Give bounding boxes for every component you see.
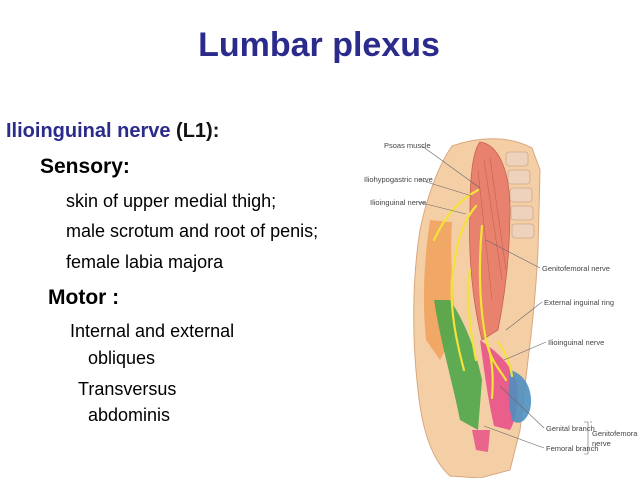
label-external-inguinal-ring: External inguinal ring [544,298,614,307]
label-femoral-branch: Femoral branch [546,444,599,453]
sensory-heading: Sensory: [40,155,130,178]
anatomy-illustration: Psoas muscle Iliohypogastric nerve Ilioi… [364,138,638,478]
motor-item: abdominis [88,405,171,425]
motor-item: Internal and external [70,321,235,341]
sensory-item: female labia majora [66,252,224,272]
nerves [432,188,514,400]
pink-region [480,340,518,430]
motor-item: Transversus [78,379,177,399]
label-ilioinguinal-nerve: Ilioinguinal nerve [370,198,426,207]
sensory-item: skin of upper medial thigh; [66,191,277,211]
blue-region [508,370,532,423]
nerve-name: Ilioinguinal nerve [6,120,171,142]
label-genitofemoral-nerve: Genitofemoral nerve [542,264,610,273]
sensory-item: male scrotum and root of penis; [66,221,319,241]
spine [505,151,535,239]
leader-lines [417,145,592,455]
label-genitofemoral-group-nerve: nerve [592,439,611,448]
motor-item: obliques [88,348,156,368]
label-psoas-muscle: Psoas muscle [384,141,431,150]
nerve-level: (L1): [176,120,220,142]
nerve-heading: Ilioinguinal nerve (L1): [6,120,219,143]
slide-title: Lumbar plexus [198,26,440,64]
label-genital-branch: Genital branch [546,424,595,433]
green-region [434,300,482,430]
label-ilioinguinal-nerve-right: Ilioinguinal nerve [548,338,604,347]
motor-heading: Motor : [48,286,120,309]
label-iliohypogastric-nerve: Iliohypogastric nerve [364,175,433,184]
label-genitofemoral-group: Genitofemoral [592,429,638,438]
